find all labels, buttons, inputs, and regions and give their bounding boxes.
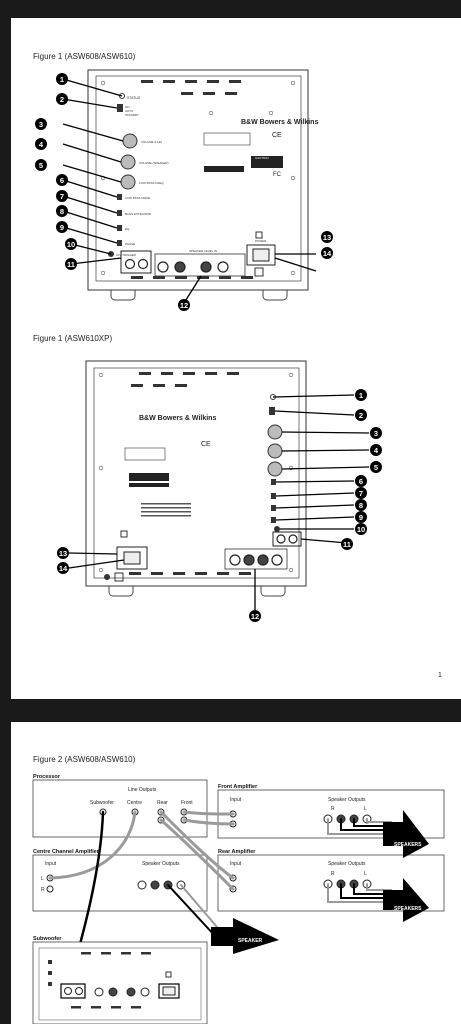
rear-l-label: L (364, 871, 367, 877)
rear-speaker-outputs-label: Speaker Outputs (328, 861, 366, 867)
speakers-label-front: SPEAKERS (394, 842, 422, 848)
figure-1a-title: Figure 1 (ASW608/ASW610) (33, 52, 136, 61)
fc-mark: FC (273, 172, 282, 178)
callout-11: 11 (67, 260, 75, 269)
callout-10: 10 (67, 240, 75, 249)
phase-label: PHASE (125, 242, 135, 246)
callout-xp-9: 9 (359, 513, 363, 522)
figure-1a-labels: B&W Bowers & Wilkins STATUS ON AUTO STAN… (116, 96, 318, 257)
callout-7: 7 (60, 192, 64, 201)
rear-amp-label: Rear Amplifier (218, 849, 256, 855)
out-front-label: Front (181, 800, 193, 806)
callout-12: 12 (180, 301, 188, 310)
ce-mark: CE (272, 132, 282, 139)
centre-l-label: L (41, 876, 44, 882)
line-outputs-label: Line Outputs (128, 787, 157, 793)
bass-extension-label: BASS EXTENSION (125, 212, 151, 216)
trigger-label: 12V TRIGGER (116, 253, 137, 257)
on-label: ON (125, 105, 130, 109)
callout-5: 5 (39, 161, 43, 170)
eq-label: EQ (125, 227, 130, 231)
callout-1: 1 (60, 75, 64, 84)
rear-input-label: Input (230, 861, 242, 867)
status-label: STATUS (127, 96, 141, 100)
speakers-label-rear: SPEAKERS (394, 906, 422, 912)
speakers-arrow-front (383, 810, 429, 858)
speaker-arrow-centre (211, 918, 279, 954)
callout-xp-4: 4 (374, 446, 379, 455)
centre-amp-label: Centre Channel Amplifier (33, 849, 100, 855)
processor-label: Processor (33, 774, 61, 780)
callout-14: 14 (323, 249, 332, 258)
callout-xp-13: 13 (59, 549, 67, 558)
speaker-level-in-label: SPEAKER LEVEL IN (189, 249, 217, 253)
power-label: POWER (255, 239, 267, 243)
front-speaker-outputs-label: Speaker Outputs (328, 797, 366, 803)
centre-r-label: R (41, 887, 45, 893)
svg-text:CE: CE (201, 441, 211, 448)
brand-label-xp: B&W Bowers & Wilkins (139, 415, 216, 422)
callout-6: 6 (60, 176, 64, 185)
callout-xp-7: 7 (359, 489, 363, 498)
figure-1b-title: Figure 1 (ASW610XP) (33, 334, 113, 343)
front-amp-label: Front Amplifier (218, 784, 258, 790)
figure-1a-diagram: CE FC (62, 69, 317, 304)
lowpass-label: LOW-PASS FREQ (139, 181, 164, 185)
manual-page-2: Figure 2 (ASW608/ASW610) Processor Front… (11, 722, 461, 1024)
callout-xp-11: 11 (343, 540, 351, 549)
front-l-label: L (364, 806, 367, 812)
front-r-label: R (331, 806, 335, 812)
volume-speaker-label: VOLUME (SPEAKER) (139, 161, 169, 165)
callout-xp-6: 6 (359, 477, 363, 486)
callout-xp-8: 8 (359, 501, 363, 510)
rear-r-label: R (331, 871, 335, 877)
callout-xp-1: 1 (359, 391, 363, 400)
figure-1b-diagram: CE B&W Bowers & Wilkins 1 2 3 4 5 6 (57, 360, 382, 622)
centre-input-label: Input (45, 861, 57, 867)
speakers-arrow-rear (383, 878, 429, 922)
brand-label: B&W Bowers & Wilkins (241, 119, 318, 126)
callout-xp-3: 3 (374, 429, 378, 438)
standby-label: STANDBY (125, 113, 139, 117)
callout-xp-10: 10 (357, 525, 365, 534)
caution-label: CAUTION (255, 156, 269, 160)
callout-13: 13 (323, 233, 331, 242)
manual-page-1: Figure 1 (ASW608/ASW610) (11, 18, 461, 699)
auto-label: AUTO (125, 109, 134, 113)
callout-xp-12: 12 (251, 612, 259, 621)
callout-8: 8 (60, 207, 64, 216)
volume-lfe-label: VOLUME (LFE) (141, 140, 162, 144)
centre-speaker-outputs-label: Speaker Outputs (142, 861, 180, 867)
figure-2-diagram: Processor Front Amplifier Centre Channel… (32, 774, 445, 1024)
figure-2-title: Figure 2 (ASW608/ASW610) (33, 755, 136, 764)
lowpass-mode-label: LOW-PASS MODE (125, 196, 150, 200)
out-subwoofer-label: Subwoofer (90, 800, 114, 806)
callout-4: 4 (39, 140, 44, 149)
figure-1a-callouts: 1 2 3 4 5 6 7 8 9 10 11 12 13 14 (35, 73, 333, 311)
speaker-label-centre: SPEAKER (238, 938, 263, 944)
callout-xp-5: 5 (374, 463, 378, 472)
callout-2: 2 (60, 95, 64, 104)
subwoofer-label: Subwoofer (33, 936, 62, 942)
callout-xp-14: 14 (59, 564, 68, 573)
out-rear-label: Rear (157, 800, 168, 806)
page-number: 1 (438, 672, 442, 679)
callout-xp-2: 2 (359, 411, 363, 420)
out-centre-label: Centre (127, 800, 142, 806)
callout-9: 9 (60, 223, 64, 232)
callout-3: 3 (39, 120, 43, 129)
front-input-label: Input (230, 797, 242, 803)
